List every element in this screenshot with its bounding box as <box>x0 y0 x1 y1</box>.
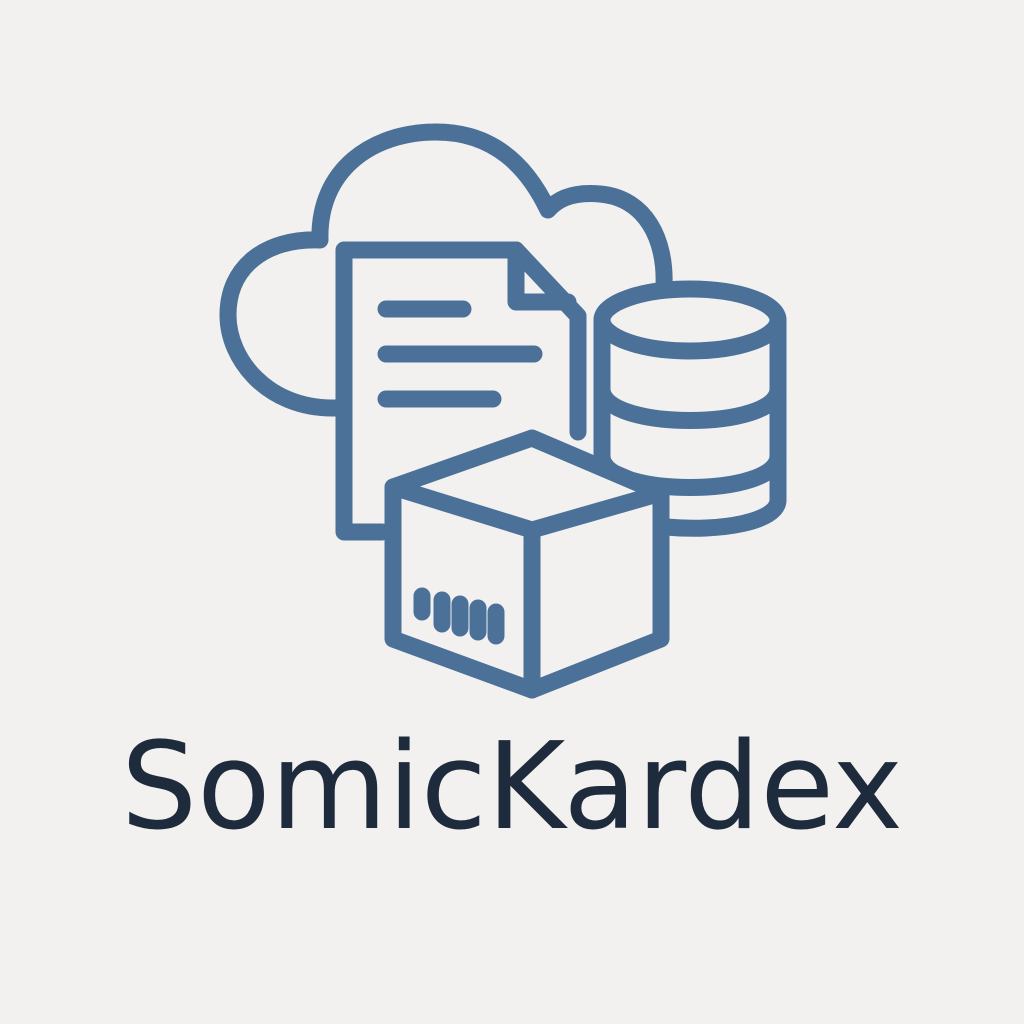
box-icon <box>384 429 670 699</box>
cloud-icon <box>219 123 673 417</box>
logo-emblem <box>219 123 787 699</box>
brand-wordmark: SomicKardex <box>120 718 904 857</box>
document-icon <box>335 241 587 541</box>
database-icon <box>593 280 787 537</box>
